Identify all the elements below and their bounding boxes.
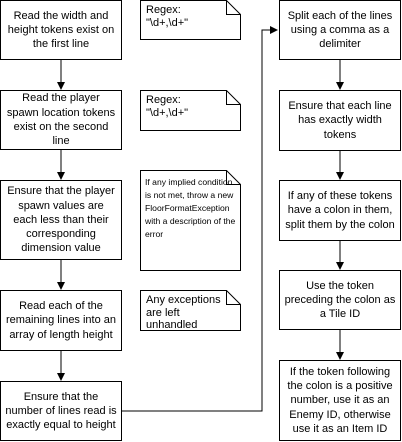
step-box-2: Read the player spawn location tokens ex… (0, 90, 122, 150)
note-shape-4 (140, 290, 241, 331)
step-text-8: If any of these tokens have a colon in t… (285, 190, 395, 231)
note-fold-2 (226, 90, 241, 105)
note-unhandled: Any exceptions are left unhandled (141, 291, 229, 332)
note-shape-2 (140, 90, 241, 131)
step-box-8: If any of these tokens have a colon in t… (279, 180, 401, 241)
step-box-1: Read the width and height tokens exist o… (0, 0, 122, 60)
step-text-4: Read each of the remaining lines into an… (5, 300, 117, 341)
step-text-7: Ensure that each line has exactly width … (288, 100, 392, 141)
note-exception-text: If any implied condition is not met, thr… (145, 177, 236, 239)
note-regex-1: Regex: "\d+,\d+" (141, 1, 227, 39)
arrow-step5-to-step6 (122, 26, 278, 412)
step-text-2: Read the player spawn location tokens ex… (6, 92, 116, 148)
step-box-3: Ensure that the player spawn values are … (0, 180, 122, 260)
note-exception: If any implied condition is not met, thr… (141, 171, 240, 270)
step-text-5: Ensure that the number of lines read is … (5, 390, 117, 432)
step-text-3: Ensure that the player spawn values are … (7, 185, 115, 255)
step-box-10: If the token following the colon is a po… (279, 360, 401, 441)
note-shape-1 (140, 0, 241, 40)
note-fold-4 (226, 290, 241, 305)
step-text-1: Read the width and height tokens exist o… (7, 9, 115, 51)
step-box-7: Ensure that each line has exactly width … (279, 90, 401, 151)
step-box-5: Ensure that the number of lines read is … (0, 381, 122, 441)
note-fold-3 (226, 170, 241, 185)
step-box-4: Read each of the remaining lines into an… (0, 290, 122, 351)
step-box-9: Use the token preceding the colon as a T… (279, 270, 401, 330)
note-fold-1 (226, 0, 241, 15)
note-unhandled-text: Any exceptions are left unhandled (146, 294, 221, 332)
note-regex-2: Regex: "\d+,\d+" (141, 91, 227, 129)
note-regex-1-text: Regex: "\d+,\d+" (146, 4, 189, 29)
note-regex-2-text: Regex: "\d+,\d+" (146, 94, 189, 119)
step-text-6: Split each of the lines using a comma as… (287, 9, 393, 51)
step-box-6: Split each of the lines using a comma as… (279, 0, 401, 60)
step-text-9: Use the token preceding the colon as a T… (284, 279, 396, 321)
step-text-10: If the token following the colon is a po… (287, 365, 393, 435)
note-shape-3 (140, 170, 241, 271)
